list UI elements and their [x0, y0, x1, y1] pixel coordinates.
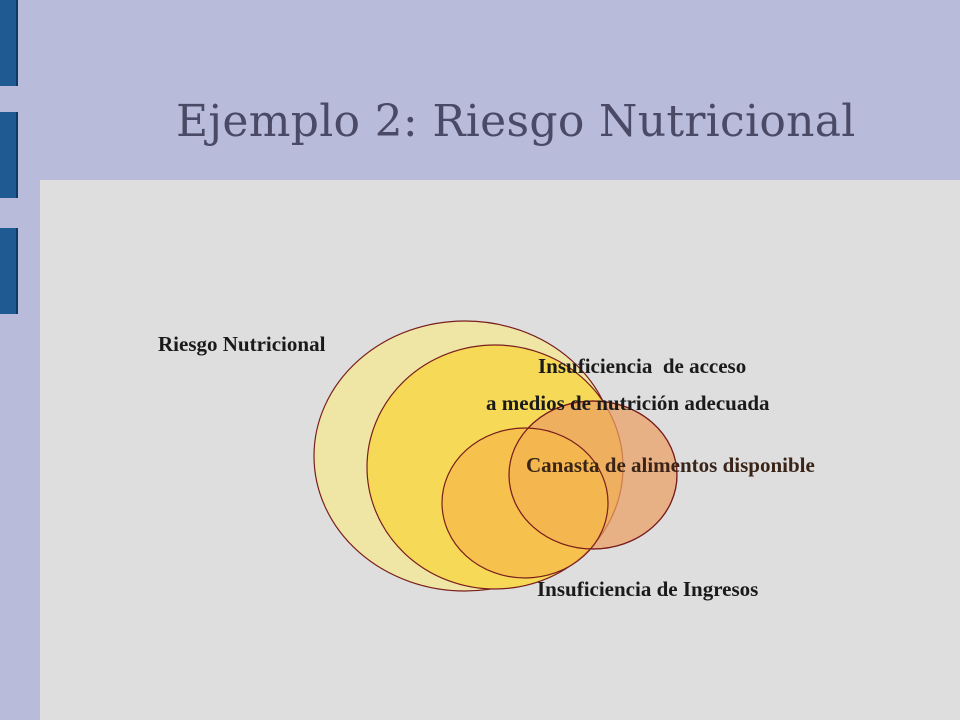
label-canasta-alimentos: Canasta de alimentos disponible [526, 453, 815, 477]
label-insuficiencia-acceso-line1: Insuficiencia de acceso [538, 354, 746, 378]
accent-bar-top [0, 0, 18, 86]
circle-insuficiencia-ingresos [441, 427, 609, 579]
slide-title: Ejemplo 2: Riesgo Nutricional [176, 96, 856, 147]
label-insuficiencia-acceso-line2: a medios de nutrición adecuada [486, 391, 770, 415]
circle-canasta-outline [508, 400, 678, 550]
label-riesgo-nutricional: Riesgo Nutricional [158, 332, 326, 356]
label-insuficiencia-ingresos: Insuficiencia de Ingresos [537, 577, 758, 601]
accent-bar-middle [0, 112, 18, 198]
accent-bar-bottom [0, 228, 18, 314]
